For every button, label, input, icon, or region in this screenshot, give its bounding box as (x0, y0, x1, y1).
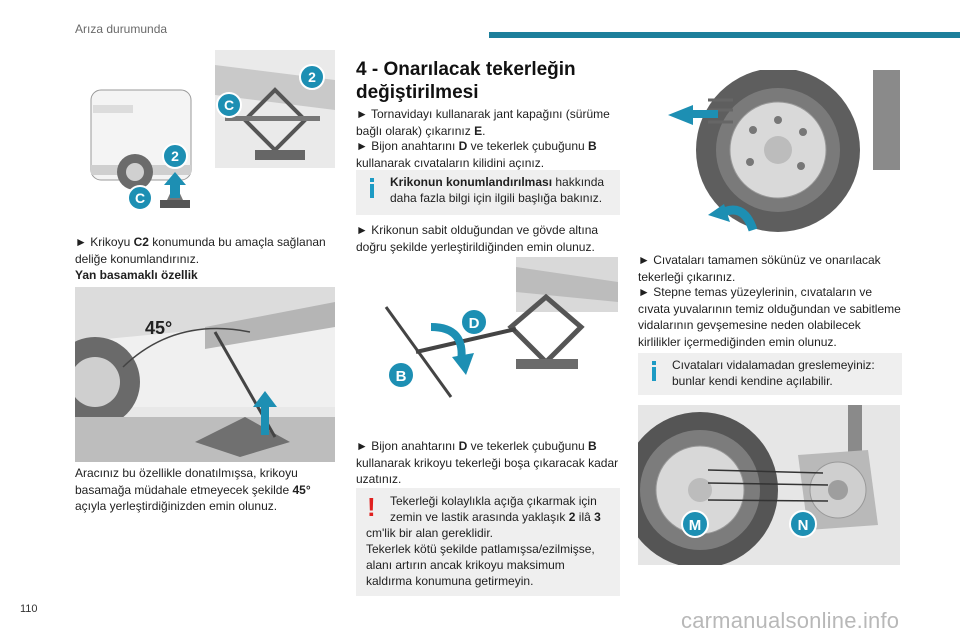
section-title: 4 - Onarılacak tekerleğin değiştirilmesi (356, 59, 576, 103)
warning-icon: ! (367, 492, 376, 522)
badge-c-low: C (135, 190, 145, 206)
badge-2-top: 2 (308, 69, 316, 85)
warning-box: ! Tekerleği kolaylıkla açığa çıkarmak iç… (356, 488, 620, 596)
badge-2-low: 2 (171, 148, 179, 164)
figure-side-step-45: 45° (75, 287, 335, 462)
badge-m: M (689, 517, 702, 534)
section-header-title: Arıza durumunda (75, 22, 168, 36)
figure-wheel-removal (638, 70, 900, 240)
badge-n: N (798, 517, 809, 534)
badge-d: D (469, 315, 480, 332)
middle-step-2: ► Bijon anahtarını D ve tekerlek çubuğun… (356, 139, 597, 170)
subheading-side-step: Yan basamaklı özellik (75, 268, 198, 282)
figure-jack-position: 2 C 2 C (75, 50, 335, 215)
info-icon (652, 361, 656, 381)
right-step-2: ► Stepne temas yüzeylerinin, cıvataların… (638, 285, 901, 349)
badge-b: B (396, 368, 407, 385)
figure-jack-wrench: D B (356, 257, 618, 432)
left-side-step-text: Aracınız bu özellikle donatılmışsa, krik… (75, 466, 311, 513)
info-icon (370, 178, 374, 198)
middle-step-3: ► Krikonun sabit olduğundan ve gövde alt… (356, 223, 599, 254)
watermark[interactable]: carmanualsonline.info (681, 608, 900, 633)
info-box-grease: Cıvataları vidalamadan greslemeyiniz: bu… (638, 353, 902, 395)
badge-c-top: C (224, 97, 234, 113)
angle-45-label: 45° (145, 318, 172, 338)
right-step-1: ► Cıvataları tamamen sökünüz ve onarılac… (638, 253, 881, 284)
middle-step-4: ► Bijon anahtarını D ve tekerlek çubuğun… (356, 439, 619, 486)
figure-wheel-mount: M N (638, 405, 900, 565)
left-step-jack: ► Krikoyu C2 konumunda bu amaçla sağlana… (75, 235, 326, 282)
info-box-jack-position: Krikonun konumlandırılması hakkında daha… (356, 170, 620, 215)
header-accent-bar (489, 32, 960, 38)
page-number: 110 (20, 603, 38, 615)
middle-step-1: ► Tornavidayı kullanarak jant kapağını (… (356, 107, 610, 138)
